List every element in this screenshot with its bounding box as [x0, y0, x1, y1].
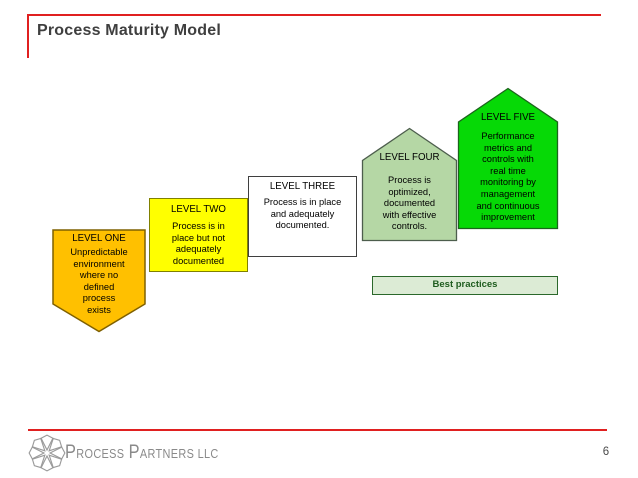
logo-initial-1: P [65, 441, 77, 463]
level-five-title: LEVEL FIVE [480, 112, 536, 123]
best-practices-label: Best practices [432, 279, 498, 290]
level-one-body: Unpredictable environment where no defin… [70, 247, 128, 315]
best-practices-callout: Best practices [372, 276, 558, 295]
banner-down-shape [52, 229, 146, 333]
level-four-title: LEVEL FOUR [379, 152, 440, 163]
pinwheel-logo-icon [28, 434, 66, 472]
level-five-shape: LEVEL FIVE Performance metrics and contr… [457, 87, 559, 230]
level-one-shape: LEVEL ONE Unpredictable environment wher… [52, 229, 146, 333]
level-two-body: Process is in place but not adequately d… [171, 221, 226, 266]
page-number: 6 [602, 446, 610, 458]
logo-word-2: ARTNERS [139, 446, 195, 461]
logo-suffix: LLC [197, 446, 219, 461]
footer-accent-line [28, 429, 607, 431]
page-title: Process Maturity Model [37, 22, 222, 39]
pentagon-up-shape [361, 127, 458, 242]
level-four-body: Process is optimized, documented with ef… [382, 175, 437, 232]
logo-initial-2: P [128, 441, 140, 463]
level-five-body: Performance metrics and controls with re… [476, 131, 540, 223]
level-three-body: Process is in place and adequately docum… [263, 197, 342, 231]
level-three-shape: LEVEL THREE Process is in place and adeq… [248, 176, 357, 257]
title-accent-line-left [27, 14, 29, 58]
title-accent-line-top [27, 14, 601, 16]
level-two-shape: LEVEL TWO Process is in place but not ad… [149, 198, 248, 272]
level-three-title: LEVEL THREE [269, 181, 336, 192]
level-two-title: LEVEL TWO [171, 204, 226, 215]
pentagon-up-shape [457, 87, 559, 230]
logo-word-1: ROCESS [76, 446, 125, 461]
level-four-shape: LEVEL FOUR Process is optimized, documen… [361, 127, 458, 242]
level-one-title: LEVEL ONE [72, 233, 126, 244]
